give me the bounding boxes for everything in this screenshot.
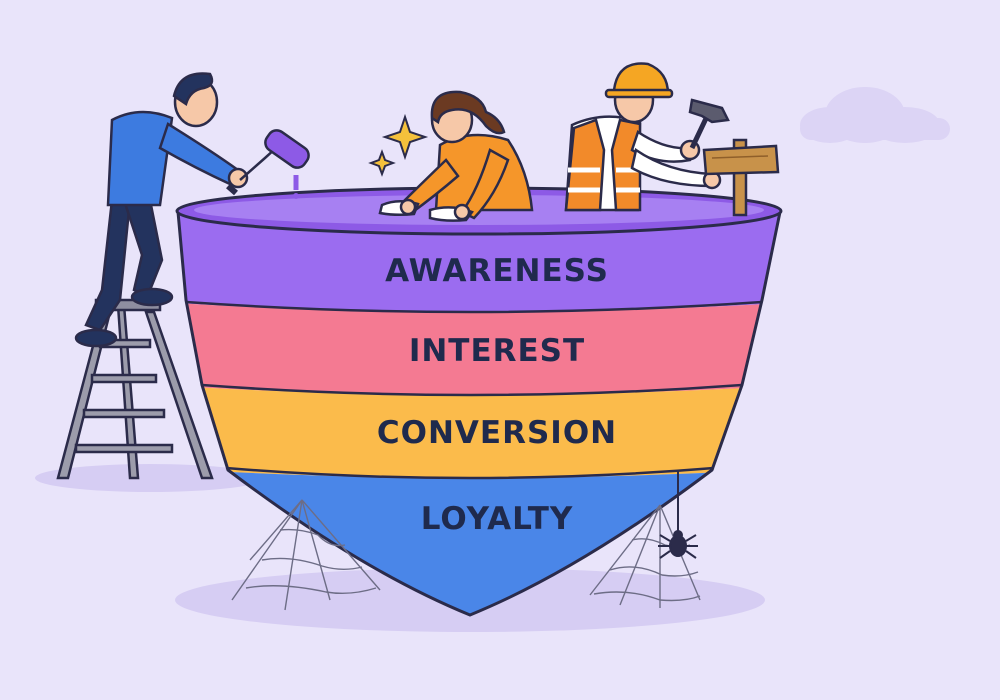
painter-worker [74, 72, 310, 348]
signpost [702, 138, 780, 217]
ladder [56, 298, 214, 480]
stage-label-awareness: AWARENESS [385, 253, 609, 289]
stage-band [178, 302, 780, 395]
stage-label-conversion: CONVERSION [377, 415, 617, 451]
stage-label-interest: INTEREST [409, 333, 585, 369]
stage-label-loyalty: LOYALTY [421, 501, 574, 537]
spider-icon [658, 470, 698, 559]
cloud [800, 87, 950, 143]
builder-worker [564, 62, 730, 212]
stage-band [178, 385, 780, 478]
cobweb-left [231, 499, 381, 611]
cleaner-worker [378, 90, 534, 222]
sparkle-icon [368, 113, 429, 177]
